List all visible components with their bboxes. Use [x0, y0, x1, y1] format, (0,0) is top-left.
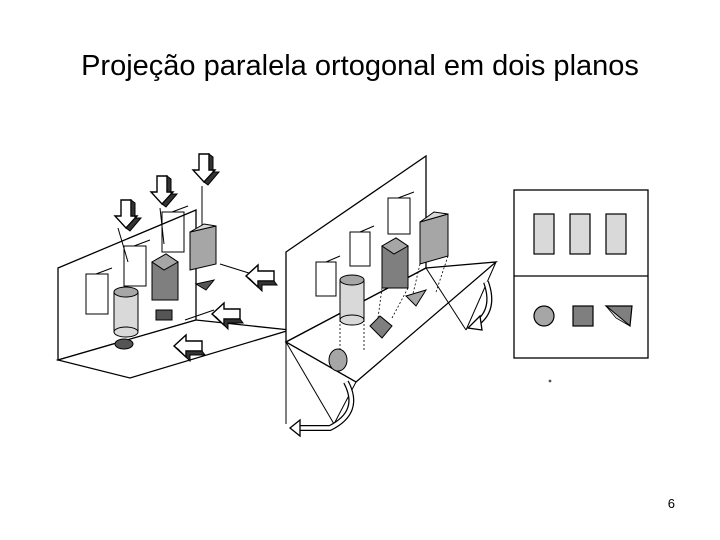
middle-triangular-prism [419, 213, 449, 265]
front-view-rect-1 [533, 213, 555, 255]
middle-cylinder [339, 279, 365, 321]
right-figure [513, 189, 649, 383]
page-number: 6 [667, 496, 675, 511]
top-view-square [572, 305, 594, 327]
middle-rotation-arrow-right [466, 280, 493, 331]
front-view-rect-2 [569, 213, 591, 255]
left-cylinder [113, 291, 139, 333]
front-view-rect-3 [605, 213, 627, 255]
left-triangular-prism [189, 225, 217, 271]
left-figure [55, 153, 291, 379]
left-down-arrow-2 [150, 175, 178, 208]
left-down-arrow-3 [192, 153, 220, 186]
left-side-arrow-1 [245, 264, 278, 292]
middle-figure [284, 154, 498, 438]
middle-rotation-arrow-bottom [288, 380, 355, 438]
slide-title: Projeção paralela ortogonal em dois plan… [81, 50, 639, 82]
middle-cylinder-shadow [328, 348, 348, 372]
left-down-arrow-1 [114, 199, 142, 232]
left-cylinder-shadow [114, 338, 134, 350]
top-view-circle [533, 305, 555, 327]
